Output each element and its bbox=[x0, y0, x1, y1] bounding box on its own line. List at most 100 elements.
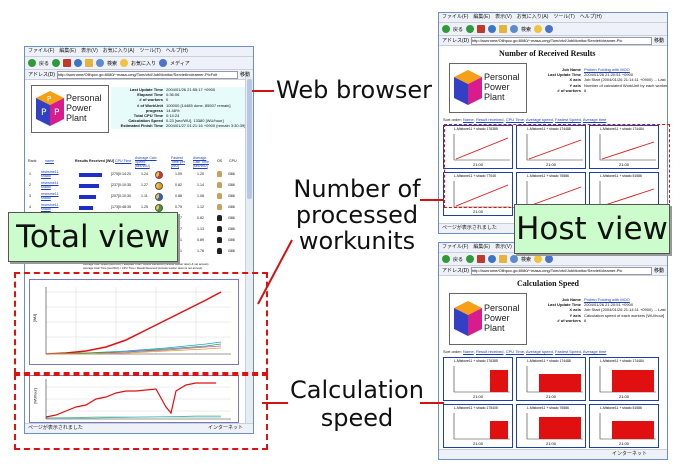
sort-link[interactable]: Average speed bbox=[526, 117, 553, 122]
internet-zone: インターネット bbox=[611, 451, 647, 457]
sort-link[interactable]: Fastest Speed bbox=[555, 117, 581, 122]
refresh-icon[interactable] bbox=[74, 59, 83, 67]
go-button[interactable]: 移動 bbox=[239, 72, 250, 78]
forward-icon[interactable] bbox=[52, 59, 61, 67]
speed-plot bbox=[45, 379, 231, 420]
sort-link[interactable]: Fastest Speed bbox=[555, 349, 581, 354]
search-icon[interactable] bbox=[96, 59, 105, 67]
media-icon[interactable] bbox=[545, 25, 554, 33]
stop-icon[interactable] bbox=[477, 25, 486, 33]
worker-name-link[interactable]: resesme11 shado bbox=[41, 181, 59, 189]
menu-item[interactable]: ツール(T) bbox=[553, 14, 575, 20]
col-cpu-time[interactable]: CPU Time bbox=[115, 159, 132, 163]
menu-item[interactable]: 表示(V) bbox=[495, 14, 512, 20]
home-icon[interactable] bbox=[499, 25, 508, 33]
media-icon[interactable] bbox=[159, 59, 168, 67]
worker-name-link[interactable]: resesme11 shado bbox=[41, 192, 59, 200]
menu-item[interactable]: 編集(E) bbox=[59, 48, 77, 54]
col-avg-time[interactable]: Average Calc Time [sec/WU] bbox=[193, 156, 209, 168]
avg-time-value: 1.12 bbox=[197, 205, 204, 209]
go-button[interactable]: 移動 bbox=[653, 38, 664, 44]
back-icon[interactable] bbox=[28, 59, 36, 67]
menu-item[interactable]: お気に入り(A) bbox=[102, 48, 135, 54]
menu-item[interactable]: ツール(T) bbox=[139, 48, 161, 54]
info-value-link[interactable]: Protein Folding with MOO bbox=[584, 297, 630, 302]
menu-item[interactable]: 表示(V) bbox=[495, 244, 512, 250]
sort-link[interactable]: Name bbox=[463, 117, 474, 122]
go-button[interactable]: 移動 bbox=[653, 268, 664, 274]
favorites-icon[interactable] bbox=[120, 59, 129, 67]
back-label[interactable]: 戻る bbox=[39, 60, 50, 67]
col-name[interactable]: name bbox=[45, 159, 54, 163]
forward-icon[interactable] bbox=[466, 255, 475, 263]
stop-icon[interactable] bbox=[63, 59, 72, 67]
menu-item[interactable]: ヘルプ(H) bbox=[165, 48, 188, 54]
back-label[interactable]: 戻る bbox=[453, 256, 464, 263]
menu-item[interactable]: ヘルプ(H) bbox=[579, 14, 602, 20]
col-fastest[interactable]: Fastest Time per [WU] bbox=[171, 156, 186, 168]
worker-name-link[interactable]: resesme11 shado bbox=[41, 170, 59, 178]
url-input[interactable]: http://sunrome/Ollhpcc.go:8080/~masa-cmg… bbox=[470, 266, 652, 275]
sort-link[interactable]: Result received bbox=[475, 349, 504, 354]
media-label[interactable]: メディア bbox=[170, 60, 190, 67]
toolbar: 戻る 検索 bbox=[439, 23, 667, 36]
vertical-scrollbar[interactable] bbox=[245, 77, 253, 424]
svg-text:P: P bbox=[47, 95, 51, 103]
menu-item[interactable]: 表示(V) bbox=[81, 48, 98, 54]
logo-text: Personal Power Plant bbox=[66, 93, 102, 123]
scrollbar-thumb[interactable] bbox=[247, 79, 252, 199]
sort-link[interactable]: Result received bbox=[475, 117, 504, 122]
forward-icon[interactable] bbox=[466, 25, 475, 33]
col-avg-speed[interactable]: Average Calc Speed [sec/WU] bbox=[135, 156, 157, 168]
worker-graph-time: 21:00 bbox=[545, 394, 556, 399]
back-label[interactable]: 戻る bbox=[453, 26, 464, 33]
sort-order-bar: Sort order: Name, Result received, CPU T… bbox=[443, 349, 607, 354]
search-icon[interactable] bbox=[510, 255, 519, 263]
menu-item[interactable]: ファイル(F) bbox=[442, 244, 469, 250]
favorites-label[interactable]: お気に入り bbox=[131, 60, 157, 67]
sort-link[interactable]: Average speed bbox=[526, 349, 553, 354]
info-value-link[interactable]: Protein Folding with MOO bbox=[584, 67, 630, 72]
url-input[interactable]: http://sunrome/Ollhpcc.go:8080/~masa-cmg… bbox=[56, 70, 238, 79]
home-icon[interactable] bbox=[85, 59, 94, 67]
sort-link[interactable]: CPU Time bbox=[505, 117, 524, 122]
stop-icon[interactable] bbox=[477, 255, 486, 263]
logo-line-3: Plant bbox=[66, 113, 87, 123]
sort-link[interactable]: Name bbox=[463, 349, 474, 354]
sort-link[interactable]: CPU Time bbox=[505, 349, 524, 354]
menu-item[interactable]: ファイル(F) bbox=[442, 14, 469, 20]
address-label: アドレス(D) bbox=[442, 268, 469, 274]
worker-name-link[interactable]: resesme11 shado bbox=[41, 203, 59, 211]
back-icon[interactable] bbox=[442, 25, 450, 33]
fastest-value: 0.71 bbox=[175, 238, 182, 242]
url-input[interactable]: http://sunrome/Ollhpcc.go:8080/~masa-cmg… bbox=[470, 36, 652, 45]
search-label[interactable]: 検索 bbox=[521, 256, 532, 263]
home-icon[interactable] bbox=[499, 255, 508, 263]
worker-graph-label: L-Mistone11 + shado 76586 bbox=[527, 406, 569, 410]
menu-item[interactable]: お気に入り(A) bbox=[516, 14, 549, 20]
favorites-icon[interactable] bbox=[534, 25, 543, 33]
sort-link[interactable]: Average time bbox=[582, 349, 607, 354]
menu-item[interactable]: 編集(E) bbox=[473, 244, 491, 250]
refresh-icon[interactable] bbox=[488, 25, 497, 33]
media-icon[interactable] bbox=[545, 255, 554, 263]
back-icon[interactable] bbox=[442, 255, 450, 263]
menu-item[interactable]: ファイル(F) bbox=[28, 48, 55, 54]
search-icon[interactable] bbox=[510, 25, 519, 33]
search-label[interactable]: 検索 bbox=[521, 26, 532, 33]
favorites-icon[interactable] bbox=[534, 255, 543, 263]
refresh-icon[interactable] bbox=[488, 255, 497, 263]
menu-item[interactable]: 編集(E) bbox=[473, 14, 491, 20]
fastest-value: 1.61 bbox=[175, 249, 182, 253]
search-label[interactable]: 検索 bbox=[107, 60, 118, 67]
sort-link[interactable]: Average time bbox=[582, 117, 607, 122]
